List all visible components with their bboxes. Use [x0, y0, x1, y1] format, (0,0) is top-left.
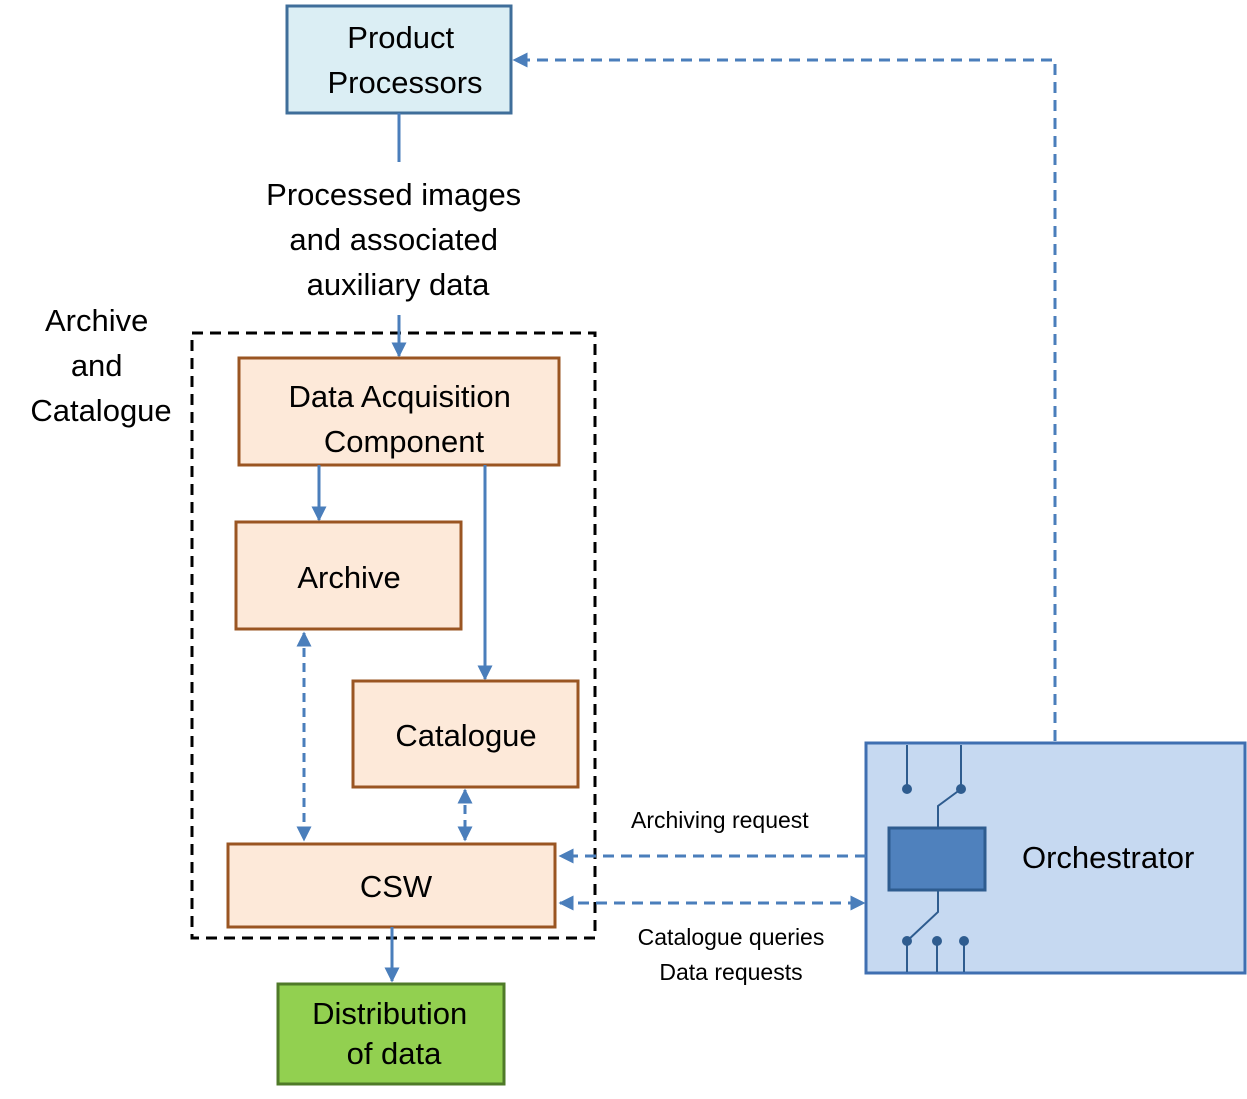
product-processors-label: Product Processors [327, 20, 482, 100]
data-acquisition-box [237, 356, 561, 467]
csw-label: CSW [360, 869, 433, 904]
group-label: Archive and Catalogue [30, 303, 171, 428]
distribution-node[interactable]: Distribution of data [276, 982, 506, 1086]
archive-node[interactable]: Archive [234, 520, 463, 631]
orchestrator-node[interactable]: Orchestrator [864, 741, 1247, 975]
product-processors-node[interactable]: Product Processors [285, 4, 513, 115]
orchestrator-label: Orchestrator [1022, 840, 1194, 875]
data-acquisition-label: Data Acquisition Component [289, 379, 520, 459]
processed-data-edge-label: Processed images and associated auxiliar… [266, 177, 530, 302]
orchestrator-chip [887, 826, 987, 892]
catalogue-box [351, 679, 580, 789]
archiving-request-label: Archiving request [631, 807, 809, 833]
edge-orchestrator-to-processors [512, 52, 1057, 741]
data-requests-label: Data requests [659, 959, 802, 985]
circuit-switch-icon [887, 745, 987, 972]
distribution-label: Distribution of data [312, 996, 476, 1071]
catalogue-queries-label: Catalogue queries [638, 924, 825, 950]
csw-box [226, 842, 557, 929]
catalogue-node[interactable]: Catalogue [351, 679, 580, 789]
catalogue-label: Catalogue [395, 718, 536, 753]
data-acquisition-node[interactable]: Data Acquisition Component [237, 356, 561, 467]
csw-node[interactable]: CSW [226, 842, 557, 929]
archive-label: Archive [297, 560, 400, 595]
archive-box [234, 520, 463, 631]
distribution-box [276, 982, 506, 1086]
